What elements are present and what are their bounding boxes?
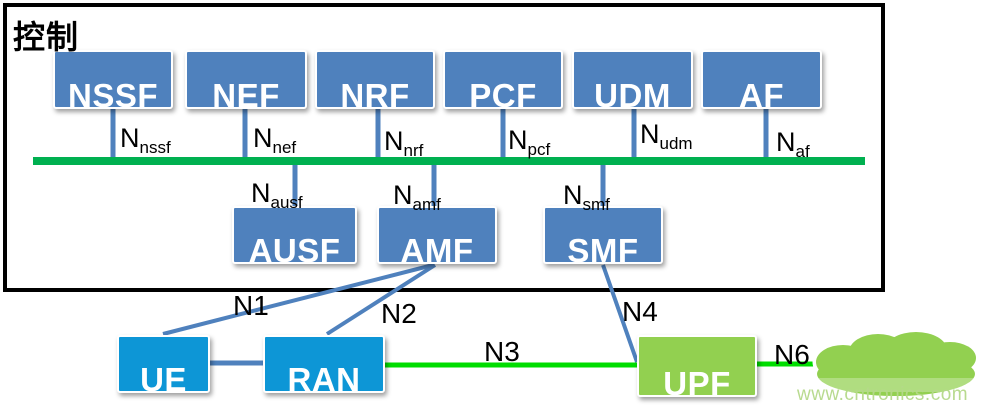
node-ran-label: RAN: [287, 361, 361, 393]
node-amf-label: AMF: [400, 232, 474, 264]
node-nssf-label: NSSF: [67, 77, 158, 109]
link-label-n2: N2: [381, 298, 417, 329]
n4-line: [601, 264, 639, 363]
link-label-n6: N6: [774, 339, 810, 370]
node-udm-label: UDM: [594, 77, 671, 109]
node-nssf: NSSF: [53, 50, 173, 109]
control-plane-title: 控制: [13, 19, 80, 55]
link-label-n4: N4: [622, 296, 658, 327]
interface-label-amf: Namf: [393, 180, 441, 214]
node-nef: NEF: [185, 50, 307, 109]
n2-line: [325, 263, 437, 336]
node-upf: UPF: [637, 335, 757, 397]
node-ue: UE: [117, 335, 210, 393]
node-nrf-label: NRF: [340, 77, 410, 109]
node-nrf: NRF: [315, 50, 435, 109]
control-plane-frame: [3, 3, 885, 292]
internet-cloud-icon: [812, 328, 980, 400]
interface-label-nssf: Nnssf: [120, 123, 171, 157]
node-nef-label: NEF: [212, 77, 280, 109]
link-label-n1: N1: [233, 290, 269, 321]
node-af-label: AF: [739, 77, 784, 109]
link-label-n3: N3: [484, 336, 520, 367]
watermark-text: www.cntronics.com: [797, 384, 969, 405]
interface-label-nrf: Nnrf: [384, 126, 424, 160]
node-pcf: PCF: [443, 50, 563, 109]
node-smf: SMF: [543, 206, 663, 264]
node-pcf-label: PCF: [469, 77, 537, 109]
interface-label-udm: Nudm: [640, 119, 693, 153]
node-smf-label: SMF: [567, 232, 639, 264]
n1-line: [162, 263, 434, 336]
node-ausf-label: AUSF: [248, 232, 341, 264]
interface-label-af: Naf: [776, 127, 810, 161]
interface-label-nef: Nnef: [253, 123, 297, 157]
interface-label-ausf: Nausf: [251, 178, 303, 212]
interface-label-smf: Nsmf: [563, 180, 610, 214]
node-ue-label: UE: [140, 361, 187, 393]
node-af: AF: [701, 50, 822, 109]
node-amf: AMF: [377, 206, 497, 264]
interface-label-pcf: Npcf: [508, 125, 551, 159]
node-upf-label: UPF: [663, 365, 731, 397]
node-ran: RAN: [263, 335, 385, 393]
node-udm: UDM: [572, 50, 693, 109]
node-ausf: AUSF: [232, 206, 357, 264]
